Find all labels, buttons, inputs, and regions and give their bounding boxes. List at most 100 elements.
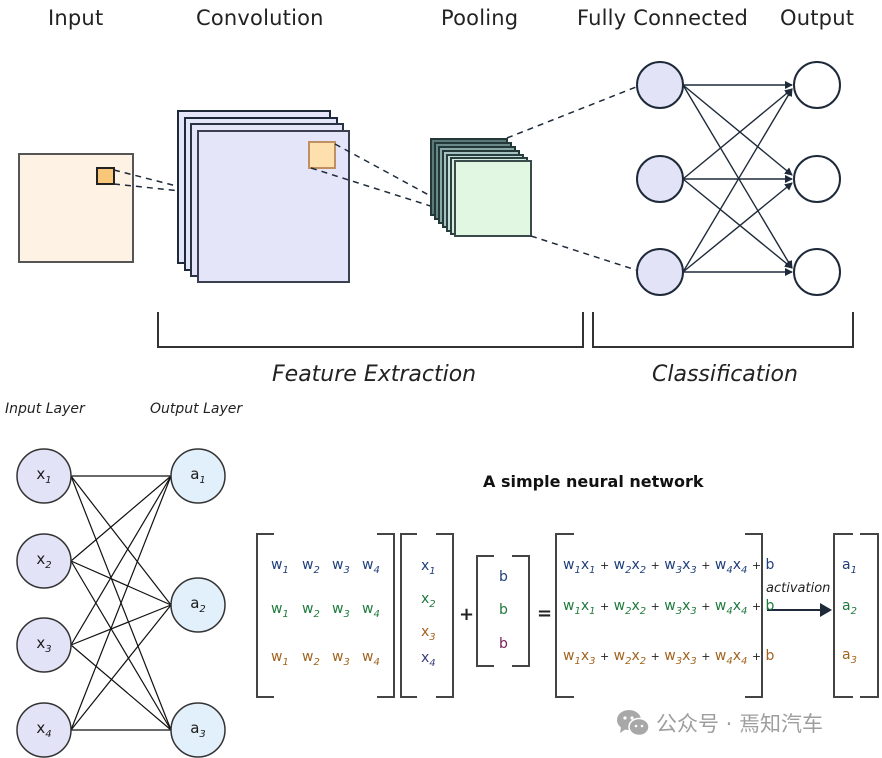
equation-title: A simple neural network: [483, 472, 704, 491]
input-vector-cell: x4: [421, 650, 436, 669]
fc-node: [636, 248, 684, 296]
weight-cell: w1: [271, 601, 289, 620]
dashed-connector: [506, 86, 637, 139]
group-label-classification: Classification: [652, 362, 798, 387]
stage-label-convolution: Convolution: [196, 6, 324, 30]
weight-cell: w2: [302, 601, 320, 620]
output-node-label: a2: [190, 594, 206, 615]
equals-operator: =: [537, 603, 553, 624]
nn-edge: [70, 560, 172, 731]
wechat-icon: [617, 710, 650, 737]
fc-node: [636, 155, 684, 203]
stage-label-pooling: Pooling: [441, 6, 519, 30]
fc-node: [636, 61, 684, 109]
fc-arrow: [682, 88, 793, 273]
weight-cell: w2: [302, 557, 320, 576]
activation-label: activation: [766, 581, 831, 596]
weight-cell: w3: [332, 557, 350, 576]
bracket-right: [512, 555, 530, 667]
input-node-label: x3: [36, 634, 52, 655]
stage-label-output: Output: [780, 6, 855, 30]
weight-cell: w4: [362, 649, 380, 668]
nn-edge: [70, 604, 172, 646]
group-label-feature-extraction: Feature Extraction: [272, 362, 477, 387]
nn-edge: [70, 475, 172, 606]
activation-arrow-head: [820, 603, 832, 617]
weight-cell: w1: [271, 557, 289, 576]
output-layer-label: Output Layer: [150, 401, 243, 417]
input-layer-label: Input Layer: [5, 401, 85, 417]
input-node-label: x1: [36, 465, 52, 486]
weight-cell: w4: [362, 557, 380, 576]
nn-edge: [70, 475, 172, 731]
fc-arrow: [682, 84, 793, 176]
input-node: [16, 617, 72, 673]
weight-cell: w3: [332, 649, 350, 668]
output-vector-cell: a3: [842, 647, 857, 666]
weight-cell: w4: [362, 601, 380, 620]
bracket-left: [476, 555, 494, 667]
dashed-connector: [113, 169, 201, 193]
input-node-label: x4: [36, 719, 52, 740]
stage-label-input: Input: [48, 6, 104, 30]
bias-cell: b: [499, 636, 508, 652]
watermark: 公众号 · 焉知汽车: [616, 708, 823, 738]
fc-arrow: [682, 178, 793, 269]
output-vector-cell: a1: [842, 557, 857, 576]
output-node-label: a1: [190, 465, 206, 486]
result-cell: w1x1 + w2x2 + w3x3 + w4x4 + b: [563, 557, 775, 576]
bracket-left: [555, 533, 574, 698]
simple-nn-graphic: [16, 448, 226, 758]
input-kernel: [96, 167, 115, 185]
bias-cell: b: [499, 569, 508, 585]
bracket-left: [256, 533, 274, 698]
input-node: [16, 533, 72, 589]
fc-arrow: [682, 182, 793, 273]
result-cell: w1x1 + w2x2 + w3x3 + w4x4 + b: [563, 598, 775, 617]
fc-arrow: [682, 84, 793, 269]
nn-edge: [70, 604, 172, 731]
feature-extraction-bracket: [157, 312, 584, 348]
input-vector-cell: x2: [421, 591, 436, 610]
bracket-left: [400, 533, 417, 698]
fc-arrow: [682, 88, 793, 180]
pool-feature-maps: [430, 138, 532, 237]
input-vector-cell: x1: [421, 558, 436, 577]
output-node: [170, 448, 226, 504]
conv-kernel: [308, 141, 336, 169]
output-node: [793, 155, 841, 203]
classification-bracket: [592, 312, 854, 348]
nn-connections: [70, 475, 172, 731]
nn-edge: [70, 644, 172, 731]
output-node: [170, 702, 226, 758]
result-cell: w1x3 + w2x2 + w3x3 + w4x4 + b: [563, 648, 775, 667]
nn-edge: [70, 560, 172, 606]
output-node-label: a3: [190, 719, 206, 740]
watermark-text: 公众号 · 焉知汽车: [656, 712, 824, 736]
bracket-right: [745, 533, 763, 698]
input-node-label: x2: [36, 550, 52, 571]
input-vector-cell: x3: [421, 624, 436, 643]
weight-cell: w2: [302, 649, 320, 668]
plus-operator: +: [459, 604, 475, 625]
nn-edge: [70, 475, 172, 562]
bracket-right: [377, 533, 395, 698]
cnn-graphic: [18, 61, 854, 348]
bias-cell: b: [499, 602, 508, 618]
bracket-right: [436, 533, 454, 698]
output-node: [793, 61, 841, 109]
dashed-connector: [530, 235, 637, 271]
output-node: [793, 248, 841, 296]
pool-map: [454, 160, 532, 237]
input-node: [16, 448, 72, 504]
dashed-connector: [334, 143, 439, 201]
weight-cell: w3: [332, 601, 350, 620]
nn-edge: [70, 475, 172, 646]
conv-feature-maps: [177, 110, 350, 283]
bracket-right: [860, 533, 879, 698]
input-image: [18, 153, 134, 263]
dashed-connector: [113, 183, 201, 194]
bracket-left: [833, 533, 853, 698]
output-node: [170, 577, 226, 633]
